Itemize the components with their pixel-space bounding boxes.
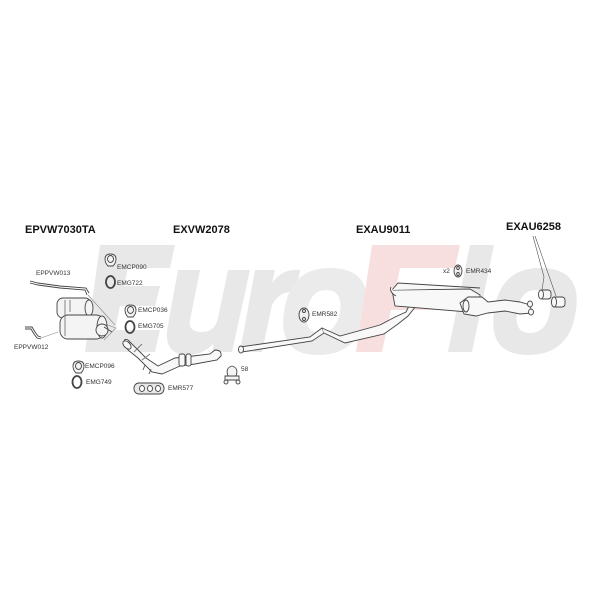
mount-emr582 xyxy=(298,307,310,323)
section-title-exau6258: EXAU6258 xyxy=(506,221,562,233)
part-qty-emr434: x2 xyxy=(443,268,450,275)
clamp-emcp096 xyxy=(72,360,85,374)
part-label-emr582: EMR582 xyxy=(312,311,338,318)
part-label-emr577: EMR577 xyxy=(168,385,194,392)
clamp-emcp090 xyxy=(104,253,117,267)
clamp-58 xyxy=(223,365,241,385)
part-label-emg705: EMG705 xyxy=(138,323,164,330)
part-label-emr434: EMR434 xyxy=(466,268,492,275)
front-pipe-exvw2078 xyxy=(122,338,222,375)
part-label-emcp090: EMCP090 xyxy=(117,264,147,271)
gasket-emg749 xyxy=(71,375,83,389)
middle-rear-section-exau9011 xyxy=(238,282,534,354)
sensor-pipe-eppvw013 xyxy=(29,280,90,296)
section-title-exau9011: EXAU9011 xyxy=(356,224,411,236)
part-label-eppvw012: EPPVW012 xyxy=(14,344,49,351)
section-title-exvw2078: EXVW2078 xyxy=(173,224,230,236)
part-label-emg749: EMG749 xyxy=(86,379,112,386)
clamp-emcp036 xyxy=(124,304,137,318)
tailpipe-tips-exau6258 xyxy=(532,235,566,308)
gasket-emg722 xyxy=(105,275,116,289)
part-label-eppvw013: EPPVW013 xyxy=(36,270,71,277)
dpf-unit xyxy=(56,297,113,340)
mount-emr577 xyxy=(133,382,165,395)
section-title-epvw7030ta: EPVW7030TA xyxy=(25,224,96,236)
part-label-emcp036: EMCP036 xyxy=(138,307,168,314)
gasket-emg705 xyxy=(124,320,136,334)
mount-emr434 xyxy=(453,264,463,278)
sensor-pipe-eppvw012 xyxy=(25,326,42,340)
part-label-58: 58 xyxy=(241,366,249,373)
part-label-emg722: EMG722 xyxy=(117,280,143,287)
part-label-emcp096: EMCP096 xyxy=(85,363,115,370)
